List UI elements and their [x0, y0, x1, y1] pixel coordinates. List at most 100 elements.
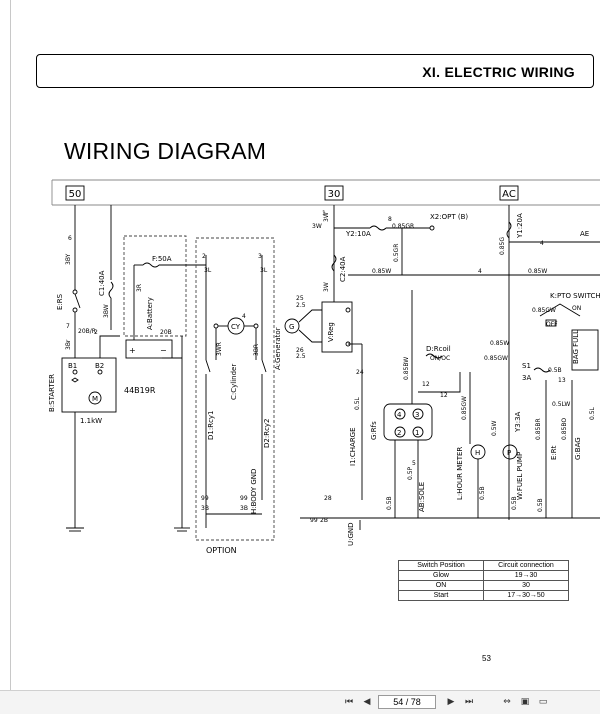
- fit-width-icon[interactable]: ⇔: [503, 697, 511, 707]
- battery-cell: [125, 339, 173, 359]
- prev-page-icon[interactable]: ◀: [363, 697, 371, 707]
- cylinder-label-cy: CY: [231, 323, 241, 331]
- hour-meter-symbol: H: [475, 449, 480, 457]
- fuel-pump: [502, 444, 518, 460]
- label-charge: I1:CHARGE: [349, 427, 357, 466]
- wire-label-8: 8: [388, 216, 392, 223]
- wire-label-0-85gw-c: 0.85GW: [532, 307, 556, 314]
- bus-label-ac: AC: [502, 189, 516, 200]
- fit-page-icon[interactable]: ▣: [520, 697, 530, 707]
- wire-label-0-85gr: 0.85GR: [392, 223, 414, 230]
- table-cell: 30: [483, 580, 569, 591]
- wire-label-0-5w: 0.5W: [491, 420, 498, 436]
- table-row: Start 17→30→50: [398, 590, 569, 601]
- table-cell: ON: [398, 580, 484, 591]
- page-number: 53: [482, 654, 491, 663]
- wire-label-3-rcy2: 3: [258, 253, 262, 260]
- wire-label-3br: 3Br: [65, 339, 72, 350]
- wire-generator: [298, 309, 322, 343]
- wire-label-3b-b: 3B: [240, 505, 248, 512]
- label-ae: AE: [580, 230, 589, 238]
- battery-plus: +: [129, 346, 136, 355]
- wire-label-0-85gw-a: 0.85GW: [461, 396, 468, 420]
- table-cell: Start: [398, 590, 484, 601]
- label-y1: Y1:20A: [516, 213, 524, 239]
- rfs-term-4-label: 4: [397, 411, 402, 419]
- wire-label-0-5l-b: 0.5L: [589, 406, 596, 420]
- presentation-icon[interactable]: ▭: [538, 697, 548, 707]
- switch-position-table: Switch Position Circuit connection Glow …: [398, 560, 569, 601]
- battery-minus: −: [160, 346, 167, 355]
- page-number-input[interactable]: 54 / 78: [378, 695, 436, 709]
- viewer-toolbar: ⏮ ◀ 54 / 78 ▶ ⏭ ⇔ ▣ ▭: [0, 690, 600, 714]
- label-bag-full: BAG FULL: [572, 330, 580, 364]
- wire-label-0-85gw-b: 0.85GW: [484, 355, 508, 362]
- fuse-c1: [108, 281, 114, 299]
- wire-label-1: 1: [322, 210, 326, 217]
- rfs-term-3: [412, 408, 424, 420]
- label-c2: C2:40A: [339, 256, 347, 282]
- starter-motor-label: M: [92, 395, 98, 403]
- page-edge: [10, 0, 11, 690]
- rfs-term-4: [394, 408, 406, 420]
- wire-label-3b-a: 3B: [201, 505, 209, 512]
- next-page-icon[interactable]: ▶: [447, 697, 455, 707]
- label-l-hour: L:HOUR METER: [456, 447, 464, 500]
- label-grfs: G:Rfs: [370, 421, 378, 440]
- wire-label-0-85w-c: 0.85G: [499, 237, 506, 255]
- label-body-gnd: H:BODY GND: [250, 469, 258, 514]
- wire-label-12-b: 12: [440, 392, 448, 399]
- battery-frame: [123, 235, 187, 337]
- wire-label-3w-b: 3W: [312, 223, 322, 230]
- wire-label-0-5p: 0.5P: [407, 466, 414, 480]
- last-page-icon[interactable]: ⏭: [464, 697, 474, 707]
- wire-label-24: 24: [356, 369, 364, 376]
- wire-label-3w-c: 3W: [323, 282, 330, 292]
- pto-switch-body: [545, 319, 557, 327]
- starter-motor: [88, 391, 102, 405]
- first-page-icon[interactable]: ⏮: [344, 697, 354, 707]
- wire-20br: [99, 335, 120, 358]
- label-u-gnd: U:GND: [347, 522, 355, 546]
- wire-label-0-5l: 0.5L: [354, 396, 361, 410]
- rfs-term-2: [394, 426, 406, 438]
- starter-box: [61, 357, 117, 413]
- wire-rcoil: [418, 372, 461, 393]
- wire-label-13: 13: [558, 377, 566, 384]
- rcoil: [425, 353, 443, 359]
- label-rcy2: D2:Rcy2: [263, 418, 271, 448]
- label-on-oc: ON/OC: [430, 355, 450, 362]
- label-f: F:50A: [152, 255, 172, 263]
- table-header-switch-position: Switch Position: [398, 560, 484, 571]
- rfs-term-2-label: 2: [397, 429, 401, 437]
- wire-label-4-a: 4: [478, 268, 482, 275]
- rfs-term-1-label: 1: [415, 429, 419, 437]
- wire-label-28: 28: [324, 495, 332, 502]
- wire-label-0-85bo: 0.85BO: [561, 418, 568, 440]
- label-k-pto: K:PTO SWITCH: [550, 292, 600, 300]
- wire-label-3l-b: 3L: [260, 267, 268, 274]
- wire-label-4-b: 4: [540, 240, 544, 247]
- section-title: XI. ELECTRIC WIRING: [422, 64, 575, 80]
- rcy2-contact: [261, 359, 267, 373]
- wire-label-3by: 3BY: [65, 253, 72, 265]
- label-battery: A:Battery: [146, 297, 154, 330]
- wire-label-0-85br: 0.85BR: [535, 418, 542, 440]
- wire-label-12-a: 12: [422, 381, 430, 388]
- wire-label-20br: 20B/R: [78, 328, 96, 335]
- vreg-term-top: [345, 307, 351, 313]
- label-e-rs: E:RS: [56, 293, 64, 310]
- fuse-y2: [369, 225, 387, 231]
- generator: [284, 318, 300, 334]
- wire-label-26: 26: [296, 347, 304, 354]
- wire-label-3wr: 3WR: [216, 342, 223, 356]
- fuse-s1: [533, 367, 551, 373]
- table-cell: 17→30→50: [483, 590, 569, 601]
- wire-label-2: 2: [94, 329, 98, 336]
- label-y2: Y2:10A: [345, 230, 371, 238]
- pto-switch-blade: [539, 303, 581, 317]
- wire-label-99-c: 99: [310, 517, 318, 524]
- starter-term-b2: [97, 369, 103, 375]
- bus-terminal-30: 30: [324, 185, 344, 201]
